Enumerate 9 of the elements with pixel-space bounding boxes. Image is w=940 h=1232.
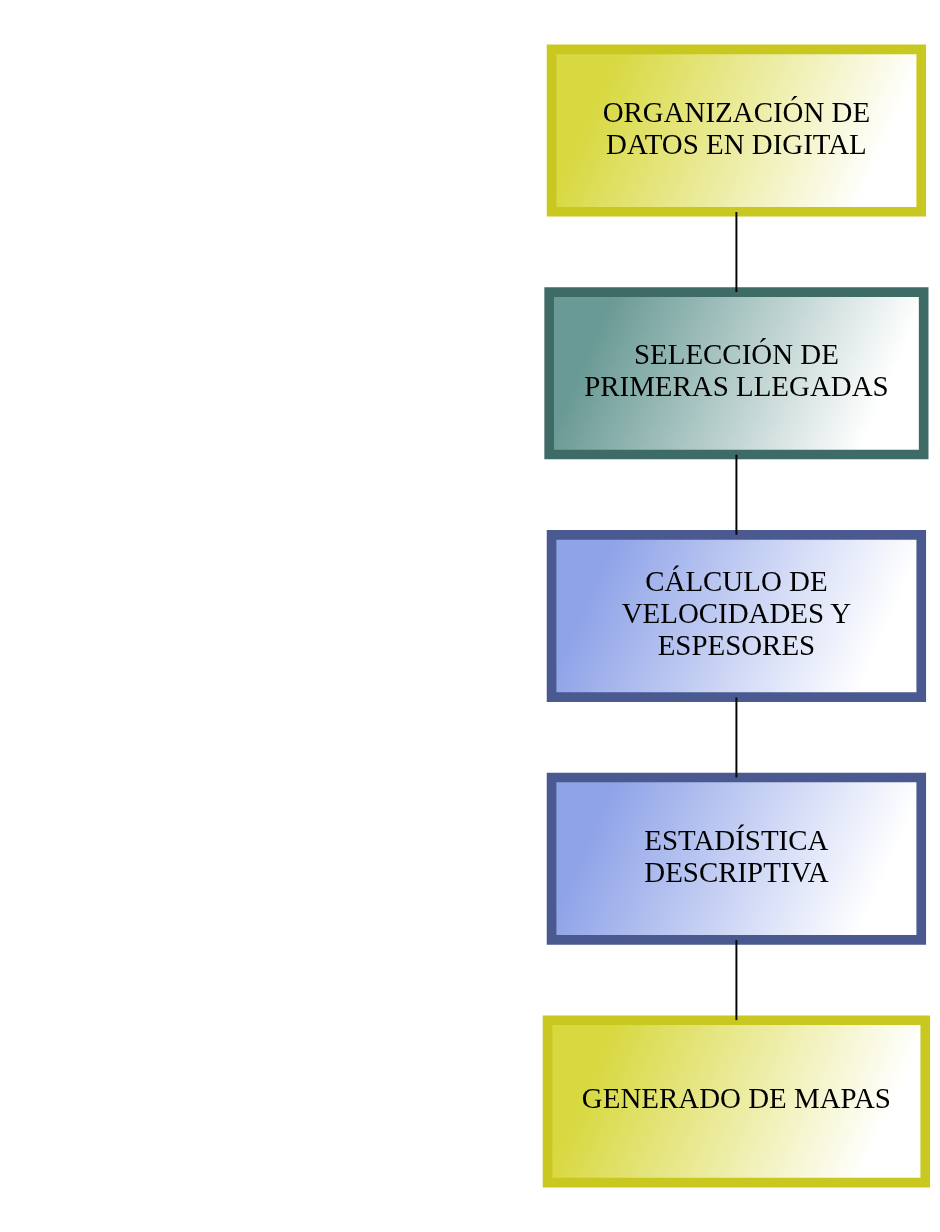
node-box: SELECCIÓN DE PRIMERAS LLEGADAS xyxy=(544,287,929,460)
connector xyxy=(735,939,738,1022)
connector xyxy=(735,453,738,536)
node-box: GENERADO DE MAPAS xyxy=(542,1015,931,1188)
node-box: ORGANIZACIÓN DE DATOS EN DIGITAL xyxy=(546,44,927,217)
node-box: ESTADÍSTICA DESCRIPTIVA xyxy=(546,772,927,945)
node-box: CÁLCULO DE VELOCIDADES Y ESPESORES xyxy=(546,530,927,702)
connector xyxy=(735,211,738,293)
connector xyxy=(735,696,738,779)
